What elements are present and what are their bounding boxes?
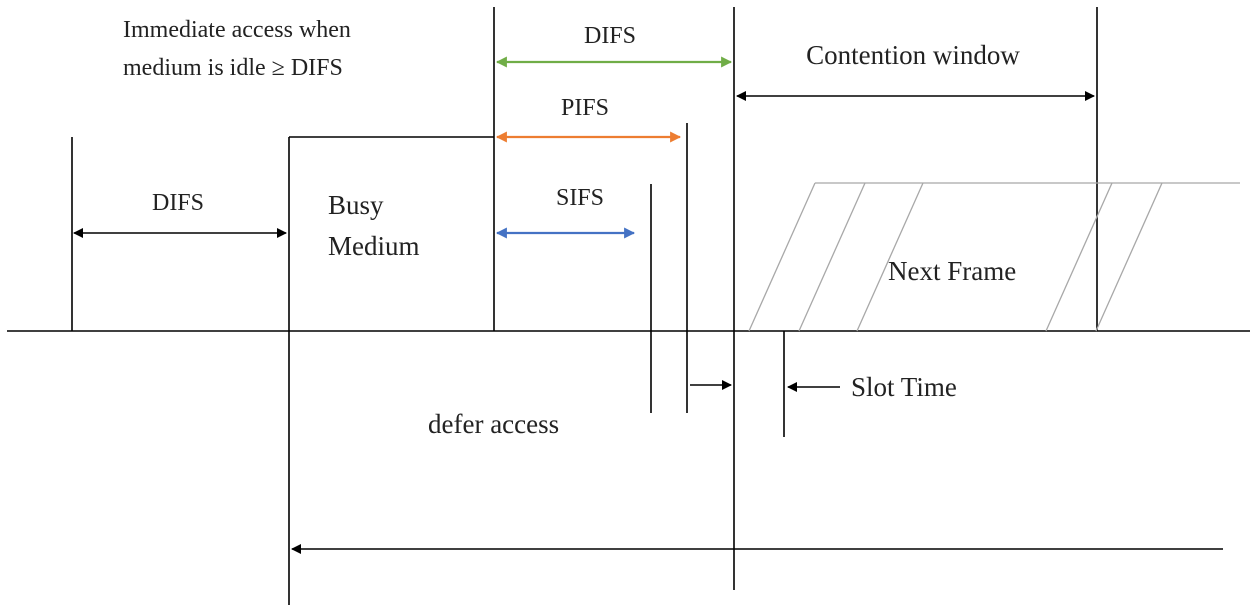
slot-time-label: Slot Time [851, 372, 957, 402]
immediate-access-line1: Immediate access when [123, 17, 351, 43]
pifs-label: PIFS [561, 95, 609, 121]
next-frame-hatch [748, 182, 1240, 332]
busy-medium-label-line2: Medium [328, 231, 420, 261]
defer-access-label: defer access [428, 409, 559, 439]
sifs-label: SIFS [556, 185, 604, 211]
difs-left-label: DIFS [152, 190, 204, 216]
contention-window-label: Contention window [806, 40, 1020, 70]
busy-medium-label-line1: Busy [328, 190, 384, 220]
next-frame-label: Next Frame [888, 256, 1016, 286]
immediate-access-line2: medium is idle ≥ DIFS [123, 55, 343, 81]
difs-top-label: DIFS [584, 23, 636, 49]
